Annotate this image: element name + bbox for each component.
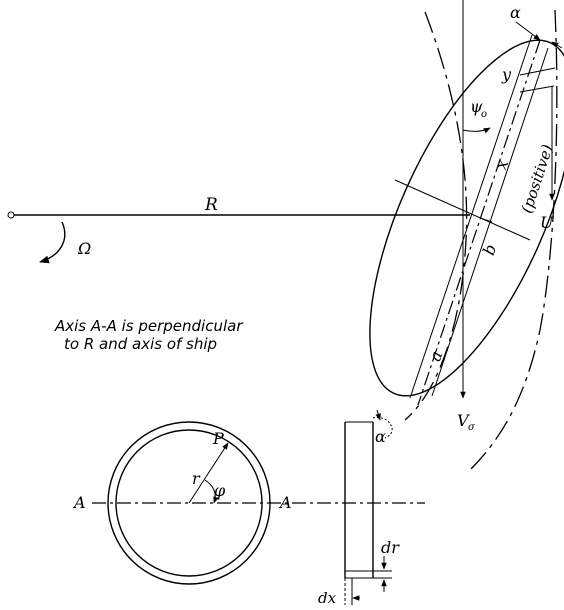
label-dr: dr [381, 538, 400, 557]
dashed-arc-right [469, 9, 558, 471]
label-U: U [540, 213, 554, 232]
label-omega: Ω [77, 239, 91, 258]
label-V: V [457, 411, 470, 430]
label-dx: dx [318, 589, 337, 607]
label-alpha-low: α [375, 427, 386, 446]
label-R: R [204, 195, 218, 215]
label-r: r [192, 469, 201, 488]
note-line-1: Axis A-A is perpendicular [54, 317, 243, 335]
side-section [344, 421, 374, 579]
alpha-top-dim-2 [551, 41, 563, 49]
alpha-top-dim-1 [515, 21, 541, 41]
alpha-low-dashes [372, 417, 393, 439]
psi-arc [462, 127, 491, 134]
label-alpha-top: α [510, 3, 521, 22]
transverse-line [394, 179, 531, 241]
radius-r-line [188, 442, 229, 504]
radius-line [7, 211, 470, 219]
label-positive: (positive) [517, 142, 556, 215]
section-line-2 [409, 34, 533, 399]
label-y: y [501, 65, 512, 84]
alpha-low-arrow [375, 409, 381, 421]
y-dim-line [519, 67, 556, 76]
dashed-arc-left [404, 11, 468, 421]
label-V-sub: σ [468, 422, 476, 433]
chord-line [417, 39, 541, 406]
label-x: x [491, 157, 512, 171]
label-A-left: A [72, 493, 86, 512]
label-b: b [479, 242, 500, 258]
y-dim-line-2 [519, 85, 555, 93]
label-P: P [212, 429, 224, 448]
omega-arrow [39, 221, 66, 264]
blade-section-ellipse [369, 39, 564, 397]
label-psi-sub: o [481, 109, 487, 120]
label-A-right: A [278, 493, 292, 512]
label-psi: ψ [470, 97, 483, 116]
phi-arc [204, 479, 219, 504]
label-phi: φ [214, 481, 226, 500]
b-dim-line [479, 217, 493, 223]
note-line-2: to R and axis of ship [64, 335, 217, 353]
